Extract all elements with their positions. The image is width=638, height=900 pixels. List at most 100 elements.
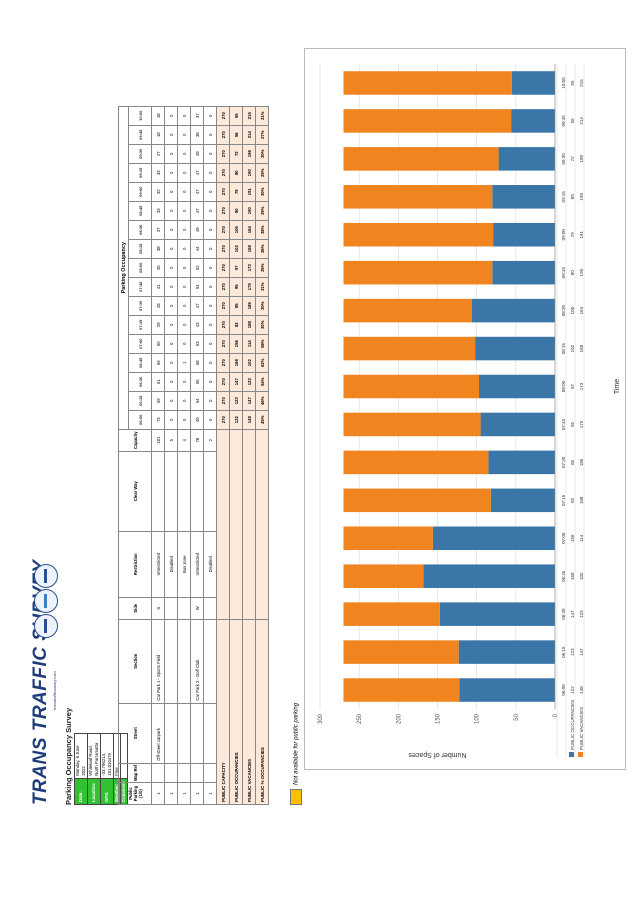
cell-side: S bbox=[151, 597, 165, 620]
info-label: GPS: bbox=[100, 778, 114, 805]
bar-segment bbox=[343, 526, 433, 551]
summary-value: 36% bbox=[255, 239, 269, 259]
bar-segment bbox=[343, 298, 472, 323]
summary-value: 190 bbox=[242, 201, 256, 221]
bar-segment bbox=[479, 374, 555, 399]
data-label: 123 bbox=[579, 610, 584, 618]
cell-occupancy: 33 bbox=[151, 201, 165, 221]
cell-occupancy: 38 bbox=[190, 125, 204, 145]
info-row: Date:Monday, 6 June 2022 bbox=[74, 733, 88, 805]
bar-segment bbox=[458, 640, 555, 664]
summary-value: 185 bbox=[242, 296, 256, 316]
cell-occupancy: 0 bbox=[203, 258, 217, 278]
cell-occupancy: 49 bbox=[190, 410, 204, 430]
summary-value: 85 bbox=[229, 296, 243, 316]
summary-value: 122 bbox=[229, 410, 243, 430]
summary-value: 168 bbox=[242, 239, 256, 259]
summary-value: 106 bbox=[229, 220, 243, 240]
summary-value: 123 bbox=[242, 372, 256, 392]
cell-street bbox=[190, 703, 204, 764]
header-time: 09:00 bbox=[128, 182, 152, 202]
cell-section: Car Park 1 - Sports Field bbox=[151, 619, 165, 704]
bar-segment bbox=[343, 488, 491, 513]
summary-value: 30% bbox=[255, 182, 269, 202]
cell-occupancy: 0 bbox=[164, 182, 178, 202]
x-tick-label: 06:45 bbox=[561, 570, 566, 582]
cell-occupancy: 0 bbox=[203, 334, 217, 354]
cell-public: 1 bbox=[164, 782, 178, 805]
cell-occupancy: 54 bbox=[190, 391, 204, 411]
data-label: 102 bbox=[579, 572, 584, 580]
cell-occupancy: 0 bbox=[164, 296, 178, 316]
cell-occupancy: 29 bbox=[151, 315, 165, 335]
bar-segment bbox=[343, 336, 476, 361]
bar-segment bbox=[432, 526, 555, 551]
cell-capacity: 4 bbox=[177, 429, 191, 452]
cell-public: 1 bbox=[177, 782, 191, 805]
cell-map-ref bbox=[177, 763, 191, 783]
cell-map-ref bbox=[190, 763, 204, 783]
summary-value: 168 bbox=[229, 353, 243, 373]
bar-segment bbox=[471, 298, 555, 323]
bar-segment bbox=[459, 678, 555, 702]
cell-section bbox=[203, 619, 217, 704]
bar-segment bbox=[475, 336, 556, 361]
summary-value: 46% bbox=[255, 391, 269, 411]
cell-occupancy: 0 bbox=[164, 353, 178, 373]
header-public-parking: Public Parking (1/0) bbox=[118, 782, 152, 805]
cell-occupancy: 18 bbox=[151, 125, 165, 145]
header-parking-occupancy: Parking Occupancy bbox=[118, 106, 129, 430]
cell-occupancy: 49 bbox=[190, 144, 204, 164]
summary-value: 270 bbox=[216, 353, 230, 373]
header-time: 08:30 bbox=[128, 220, 152, 240]
cell-occupancy: 47 bbox=[190, 201, 204, 221]
cell-occupancy: 1 bbox=[177, 353, 191, 373]
summary-value: 270 bbox=[216, 239, 230, 259]
summary-label: PUBLIC OCCUPANCIES bbox=[229, 619, 243, 805]
summary-label: PUBLIC CAPACITY bbox=[216, 619, 230, 805]
summary-value: 102 bbox=[229, 239, 243, 259]
summary-value: 214 bbox=[242, 125, 256, 145]
bar-segment bbox=[343, 602, 440, 626]
data-label: 82 bbox=[570, 497, 575, 503]
x-tick-label: 06:30 bbox=[561, 608, 566, 620]
data-label: 214 bbox=[579, 117, 584, 125]
x-tick-label: 09:30 bbox=[561, 153, 566, 165]
cell-map-ref bbox=[164, 763, 178, 783]
cell-occupancy: 69 bbox=[151, 391, 165, 411]
certification-badge-icon bbox=[34, 614, 58, 638]
bar-segment bbox=[343, 222, 494, 247]
cell-capacity: 2 bbox=[203, 429, 217, 452]
bar-segment bbox=[488, 450, 556, 475]
cell-occupancy: 0 bbox=[203, 315, 217, 335]
cell-occupancy: 61 bbox=[151, 372, 165, 392]
summary-value: 270 bbox=[216, 201, 230, 221]
cell-occupancy: 0 bbox=[164, 258, 178, 278]
cell-occupancy: 0 bbox=[164, 220, 178, 240]
bar-segment bbox=[343, 678, 460, 702]
x-tick-label: 07:15 bbox=[561, 494, 566, 506]
cell-occupancy: 63 bbox=[190, 334, 204, 354]
cell-occupancy: 69 bbox=[151, 353, 165, 373]
summary-value: 270 bbox=[216, 277, 230, 297]
cell-occupancy: 0 bbox=[177, 220, 191, 240]
x-tick-label: 08:00 bbox=[561, 380, 566, 392]
header-time: 09:15 bbox=[128, 163, 152, 183]
cell-occupancy: 0 bbox=[164, 125, 178, 145]
header-street: Street bbox=[118, 703, 152, 764]
cell-occupancy: 43 bbox=[190, 315, 204, 335]
cell-restriction: Disabled bbox=[203, 531, 217, 598]
cell-occupancy: 50 bbox=[151, 334, 165, 354]
y-tick-label: 250 bbox=[357, 713, 363, 724]
summary-value: 147 bbox=[229, 372, 243, 392]
data-label: 72 bbox=[570, 156, 575, 162]
bar-segment bbox=[439, 602, 556, 626]
x-tick-label: 08:45 bbox=[561, 267, 566, 279]
cell-clear-way bbox=[151, 451, 165, 532]
summary-value: 54% bbox=[255, 372, 269, 392]
